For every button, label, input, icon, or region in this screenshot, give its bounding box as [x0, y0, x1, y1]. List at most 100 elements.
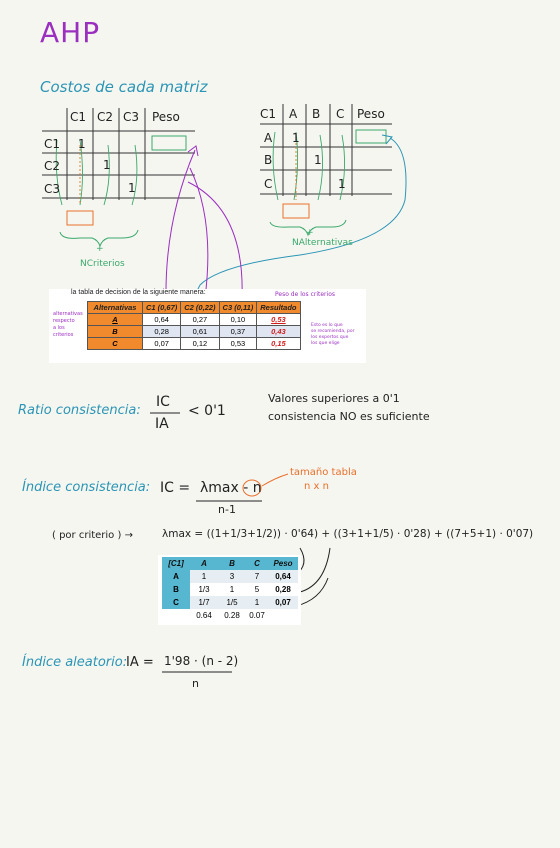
c1-row-label: C: [162, 596, 190, 609]
ratio-note-2: consistencia NO es suficiente: [268, 410, 430, 423]
value-cell: 0,53: [218, 337, 258, 350]
aleatorio-lhs: IA =: [126, 655, 154, 670]
note-left-3: a los: [53, 325, 65, 331]
right-header-a: A: [289, 107, 298, 121]
left-matrix-label: NCriterios: [80, 259, 125, 269]
indice-note: tamaño tabla n x n: [290, 466, 357, 494]
c1-cell: 1/7: [190, 596, 218, 609]
indice-denominator: n-1: [218, 503, 236, 516]
c1-header-row: [C1] A B C Peso: [162, 557, 298, 570]
value-cell: 0,61: [180, 325, 220, 338]
alt-cell: B: [87, 325, 143, 338]
c1-header: C: [246, 557, 268, 570]
c1-row-label: B: [162, 583, 190, 596]
decision-header-row: Alternativas C1 (0,67) C2 (0,22) C3 (0,1…: [87, 301, 301, 314]
result-cell: 0,53: [256, 313, 301, 326]
ratio-note: Valores superiores a 0'1 consistencia NO…: [268, 390, 430, 426]
decision-image: la tabla de decision de la siguiente man…: [49, 289, 366, 363]
left-header-c1: C1: [70, 110, 87, 124]
decision-note-top: Peso de los criterios: [275, 291, 335, 298]
aleatorio-label: Índice aleatorio:: [22, 655, 128, 670]
left-row-c3: C3: [44, 182, 61, 196]
ratio-denominator: IA: [155, 416, 169, 432]
right-header-c: C: [336, 107, 345, 121]
table-row: B 1/3 1 5 0,28: [162, 583, 298, 596]
c1-header: B: [218, 557, 246, 570]
decision-caption: la tabla de decision de la siguiente man…: [71, 289, 206, 296]
alt-cell: C: [87, 337, 143, 350]
right-one-2: 1: [314, 153, 322, 167]
value-cell: 0,27: [180, 313, 220, 326]
value-cell: 0,64: [141, 313, 182, 326]
c1-peso: 0,28: [275, 585, 291, 594]
decision-header: Alternativas: [87, 301, 143, 314]
table-row: C 1/7 1/5 1 0,07: [162, 596, 298, 609]
c1-cell: 1: [229, 585, 235, 594]
c1-header: [C1]: [162, 557, 190, 570]
c1-cell: 1/5: [218, 596, 246, 609]
c1-header: A: [190, 557, 218, 570]
left-row-c2: C2: [44, 159, 61, 173]
c1-footer: 0.28: [224, 611, 240, 620]
value-cell: 0,12: [180, 337, 220, 350]
decision-table: Alternativas C1 (0,67) C2 (0,22) C3 (0,1…: [87, 301, 301, 350]
result-cell: 0,15: [256, 337, 301, 350]
ratio-relation: < 0'1: [188, 403, 226, 419]
indice-numerator: λmax - n: [200, 480, 262, 496]
c1-image: [C1] A B C Peso A 1 3 7 0,64 B 1/3 1 5 0…: [158, 555, 301, 625]
value-cell: 0,07: [141, 337, 182, 350]
alt-cell: A: [87, 313, 143, 326]
left-one-2: 1: [103, 158, 111, 172]
costs-heading: Costos de cada matriz: [40, 78, 208, 96]
note-right-4: los que elige: [311, 341, 340, 346]
right-matrix-label: NAlternativas: [292, 238, 353, 248]
left-header-c3: C3: [123, 110, 140, 124]
table-row: C 0,07 0,12 0,53 0,15: [87, 337, 301, 350]
right-one-1: 1: [292, 131, 300, 145]
c1-footer-blank: [162, 609, 190, 622]
c1-cell: 7: [246, 570, 268, 583]
decision-header: C3 (0,11): [218, 301, 258, 314]
aleatorio-numerator: 1'98 · (n - 2): [164, 654, 239, 668]
indice-note-2: n x n: [304, 481, 329, 492]
lambda-pre: ( por criterio ) →: [52, 530, 133, 541]
note-left-2: respecto: [53, 318, 75, 324]
lambda-formula: λmax = ((1+1/3+1/2)) · 0'64) + ((3+1+1/5…: [162, 528, 534, 540]
decision-header: Resultado: [256, 301, 301, 314]
decision-header: C2 (0,22): [180, 301, 220, 314]
c1-footer: 0.07: [249, 611, 265, 620]
note-right-3: los expertos que: [311, 335, 349, 340]
value-cell: 0,10: [218, 313, 258, 326]
page-title: AHP: [40, 16, 101, 49]
left-row-c1: C1: [44, 137, 61, 151]
table-row: A 1 3 7 0,64: [162, 570, 298, 583]
c1-row-label: A: [162, 570, 190, 583]
c1-peso: 0,64: [268, 570, 298, 583]
ratio-label: Ratio consistencia:: [18, 403, 141, 418]
right-row-a: A: [264, 131, 273, 145]
note-right-1: Esto es lo que: [311, 323, 343, 328]
c1-footer-blank: [268, 609, 298, 622]
left-header-c2: C2: [97, 110, 114, 124]
decision-header: C1 (0,67): [141, 301, 182, 314]
note-left-1: alternativas: [53, 311, 83, 317]
right-header-c1: C1: [260, 107, 277, 121]
c1-footer: 0.64: [196, 611, 212, 620]
c1-table: [C1] A B C Peso A 1 3 7 0,64 B 1/3 1 5 0…: [162, 557, 298, 622]
right-header-peso: Peso: [357, 107, 385, 121]
right-header-b: B: [312, 107, 321, 121]
c1-cell: 3: [218, 570, 246, 583]
c1-cell: 5: [254, 585, 260, 594]
c1-cell: 1: [246, 596, 268, 609]
left-one-3: 1: [128, 181, 136, 195]
ratio-numerator: IC: [156, 394, 170, 410]
decision-note-right: Esto es lo que se recomienda, por los ex…: [311, 323, 354, 347]
decision-note-left: alternativas respecto a los criterios: [53, 311, 83, 339]
right-row-b: B: [264, 153, 273, 167]
left-header-peso: Peso: [152, 110, 180, 124]
value-cell: 0,37: [218, 325, 258, 338]
c1-footer-row: 0.64 0.28 0.07: [162, 609, 298, 622]
indice-lhs: IC =: [160, 480, 191, 496]
c1-header: Peso: [268, 557, 298, 570]
right-row-c: C: [264, 177, 273, 191]
